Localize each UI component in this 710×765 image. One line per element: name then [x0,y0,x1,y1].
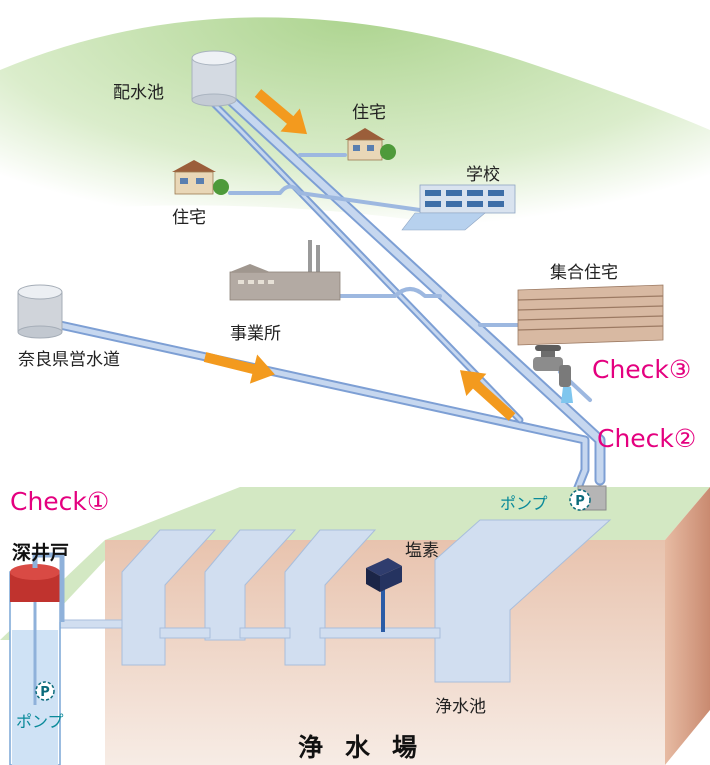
connector-2 [239,627,291,639]
basin-1 [121,529,217,666]
check-1-label: Check① [10,487,110,516]
pump-symbol: P [575,494,585,509]
pump-label-bottom: ポンプ [16,712,64,731]
branch-house-left [228,184,422,212]
label-deep-well: 深井戸 [12,542,70,564]
flow-arrows [203,89,516,421]
label-house-top: 住宅 [352,103,386,123]
house-icon [345,128,396,161]
factory-icon [229,240,341,301]
pump-icon: P [569,485,607,511]
apartment-icon [517,284,664,346]
check-2-label: Check② [597,424,697,453]
label-treatment-plant: 浄水場 [298,733,440,762]
label-nara-water: 奈良県営水道 [18,350,120,370]
tank-icon [17,284,63,339]
label-school: 学校 [466,165,500,185]
label-distribution-reservoir: 配水池 [113,83,164,103]
school-icon [401,184,516,231]
basins [59,519,612,683]
chlorine-box-icon [366,558,402,632]
faucet-icon [533,345,573,403]
connector-1 [159,627,211,639]
pump-icon: P [35,681,55,701]
label-business: 事業所 [230,324,281,344]
pump-symbol: P [40,685,50,700]
deep-well [9,552,65,765]
label-house-left: 住宅 [172,208,206,228]
pipes [55,89,606,500]
arrow-icon [254,89,308,135]
pump-label-top: ポンプ [500,494,548,513]
label-chlorine: 塩素 [405,541,439,561]
basin-3 [284,529,377,666]
label-clear-water-reservoir: 浄水池 [435,697,486,717]
branch-factory [338,287,442,298]
arrow-icon [203,352,275,384]
well-connector [59,619,123,629]
basin-4 [434,519,612,683]
label-apartment: 集合住宅 [550,263,618,283]
connector-3 [319,627,441,639]
basin-2 [204,529,297,641]
tank-icon [191,50,237,107]
house-icon [172,160,229,195]
soil-side [665,487,710,765]
check-3-label: Check③ [592,355,692,384]
arrow-icon [459,370,516,421]
